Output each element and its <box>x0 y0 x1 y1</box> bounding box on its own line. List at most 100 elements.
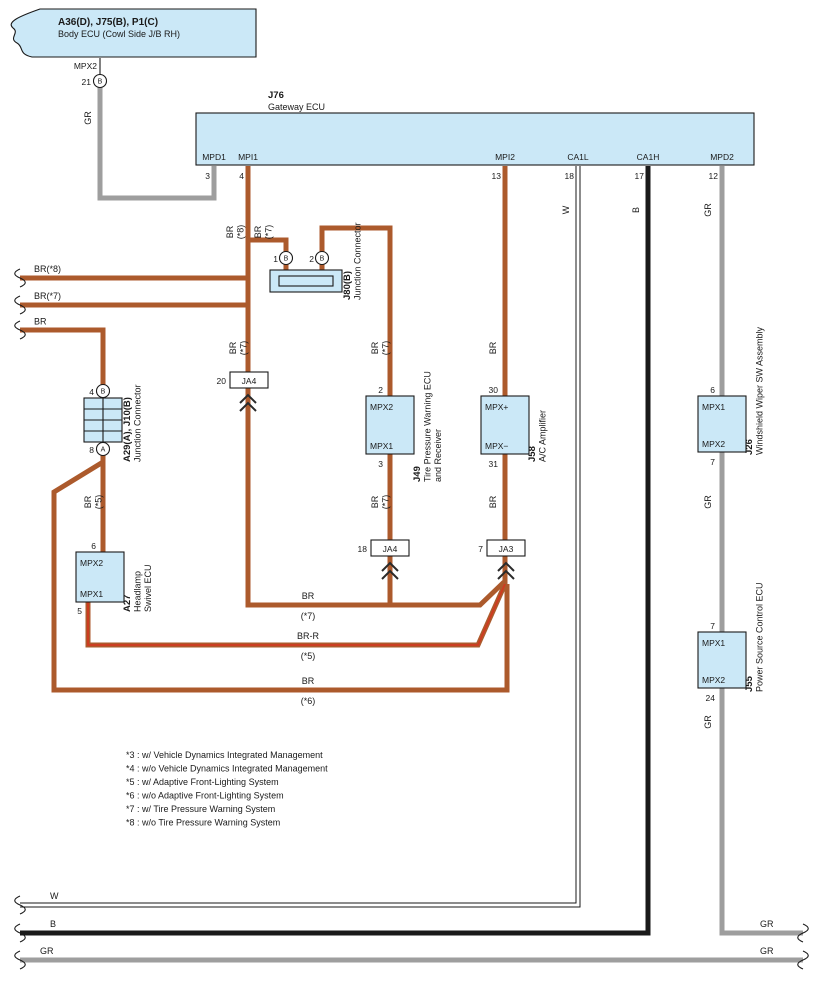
j58-port-top: MPX+ <box>485 402 508 412</box>
wire-gr-mpd2-chain <box>719 166 803 936</box>
wire-color-label: GR <box>703 495 713 509</box>
wire-break-icon <box>14 923 26 943</box>
ja3-7-pin-number: 7 <box>478 544 483 554</box>
wire-br6-a29-to-ja3 <box>51 459 510 693</box>
a27-pin-bottom-number: 5 <box>77 606 82 616</box>
wire-br-mpi1-to-ja3 <box>245 166 506 608</box>
component-label-j26: J26 Windshield Wiper SW Assembly <box>744 326 765 455</box>
j49-pin-top-number: 2 <box>378 385 383 395</box>
gateway-port-mpi1: MPI1 <box>238 152 258 162</box>
continuation-chevron-icon <box>381 569 399 580</box>
wire-color-label: BR <box>488 341 498 354</box>
gateway-port-mpi2: MPI2 <box>495 152 515 162</box>
gateway-pin-17: 17 <box>635 171 645 181</box>
ja4-20-id: JA4 <box>242 376 257 386</box>
footnotes: *3 : w/ Vehicle Dynamics Integrated Mana… <box>126 750 328 828</box>
ja4-18-id: JA4 <box>383 544 398 554</box>
a29-pin-bottom-number: 8 <box>89 445 94 455</box>
j55-ecu-box <box>697 631 747 689</box>
wire-label-bottom-w: W <box>50 891 59 901</box>
pin-circle-bodyecu-21 <box>92 73 108 89</box>
j49-port-top: MPX2 <box>370 402 393 412</box>
wire-label-gr-top: GR <box>83 111 93 125</box>
j49-port-bottom: MPX1 <box>370 441 393 451</box>
wire-break-icon <box>797 950 809 970</box>
wire-label-left-br: BR <box>34 317 47 327</box>
footnote-4: *4 : w/o Vehicle Dynamics Integrated Man… <box>126 764 328 774</box>
body-ecu-box <box>10 8 257 58</box>
continuation-chevrons <box>239 393 515 580</box>
wire-label-gr-j26-bottom: GR <box>703 495 713 509</box>
a27-port-bottom: MPX1 <box>80 589 103 599</box>
horizontal-wire-labels: BR(*8) BR(*7) BR BR (*7) BR-R (*5) BR (*… <box>34 264 774 956</box>
gateway-labels: J76 Gateway ECU MPD1 MPI1 MPI2 CA1L CA1H… <box>202 90 734 181</box>
footnote-8: *8 : w/o Tire Pressure Warning System <box>126 818 280 828</box>
pin-circle-j80-1 <box>278 250 294 266</box>
j55-port-bottom: MPX2 <box>702 675 725 685</box>
wire-label-bottom-gr-right2: GR <box>760 946 774 956</box>
footnote-3: *3 : w/ Vehicle Dynamics Integrated Mana… <box>126 750 323 760</box>
wire-label-h-brr-note: (*5) <box>301 651 316 661</box>
footnote-7: *7 : w/ Tire Pressure Warning System <box>126 804 275 814</box>
j26-ecu-box <box>697 395 747 453</box>
j80-busbar <box>278 275 334 287</box>
pin-circle-j80-2 <box>314 250 330 266</box>
wire-label-br-j58-bottom: BR <box>488 495 498 508</box>
pin-circle-a29-8 <box>95 441 111 457</box>
ja3-connector-box-7 <box>486 539 526 557</box>
pin-letter: A <box>101 447 106 454</box>
continuation-chevron-icon <box>239 401 257 412</box>
j49-name-line1: Tire Pressure Warning ECU <box>423 371 433 482</box>
ja4-18-pin-number: 18 <box>358 544 368 554</box>
wire-label-gr-mpd2: GR <box>703 203 713 217</box>
component-label-j58: J58 A/C Amplifier <box>527 410 548 462</box>
wire-note-label: (*7) <box>381 495 391 510</box>
j26-pin-bottom-number: 7 <box>710 457 715 467</box>
component-label-a29: A29(A), J10(B) Junction Connector <box>122 384 143 462</box>
pin-letter: B <box>284 256 289 263</box>
footnote-5: *5 : w/ Adaptive Front-Lighting System <box>126 777 279 787</box>
j80-pin1-number: 1 <box>273 254 278 264</box>
wire-break-icon <box>797 923 809 943</box>
wire-note-label: (*7) <box>239 341 249 356</box>
j55-port-top: MPX1 <box>702 638 725 648</box>
component-label-a27: A27 Headlamp Swivel ECU <box>122 564 153 612</box>
j58-pin-top-number: 30 <box>489 385 499 395</box>
body-ecu-subtitle: Body ECU (Cowl Side J/B RH) <box>58 29 180 39</box>
wire-label-bottom-gr-left: GR <box>40 946 54 956</box>
body-ecu-port-label: MPX2 <box>74 61 97 71</box>
wire-break-icon <box>14 295 26 315</box>
wire-label-bottom-gr-right1: GR <box>760 919 774 929</box>
pin-letter: B <box>101 389 106 396</box>
j55-pin-top-number: 7 <box>710 621 715 631</box>
wire-label-left-br8: BR(*8) <box>34 264 61 274</box>
pin-circles: B B B B A <box>92 73 330 457</box>
j80-junction-box <box>269 269 343 293</box>
wire-break-marks <box>14 268 809 970</box>
wire-label-h-br7-color: BR <box>302 591 315 601</box>
wire-color-label: W <box>561 205 571 214</box>
a27-name-line1: Headlamp <box>133 571 143 612</box>
wire-label-br5: BR (*5) <box>83 495 104 510</box>
wire-break-icon <box>14 320 26 340</box>
wire-gr-bodyecu-to-mpd1 <box>97 75 217 201</box>
body-ecu-labels: A36(D), J75(B), P1(C) Body ECU (Cowl Sid… <box>58 17 180 87</box>
wire-note-label: (*7) <box>381 341 391 356</box>
a27-port-top: MPX2 <box>80 558 103 568</box>
j58-pin-bottom-number: 31 <box>489 459 499 469</box>
wire-color-label: BR <box>370 341 380 354</box>
a27-id: A27 <box>122 595 133 612</box>
wire-label-h-br7-note: (*7) <box>301 611 316 621</box>
j55-name: Power Source Control ECU <box>755 582 765 692</box>
pin-letter: B <box>320 256 325 263</box>
a29-name: Junction Connector <box>133 384 143 462</box>
continuation-chevron-icon <box>497 569 515 580</box>
wire-color-label: BR <box>370 495 380 508</box>
footnote-6: *6 : w/o Adaptive Front-Lighting System <box>126 791 284 801</box>
a27-ecu-box <box>75 551 125 603</box>
wire-b-ca1h <box>20 166 651 936</box>
wire-color-label: GR <box>83 111 93 125</box>
component-pin-labels: 1 2 4 8 6 5 MPX2 MPX1 2 3 MPX2 MPX1 30 3… <box>77 254 725 703</box>
continuation-chevron-icon <box>381 561 399 572</box>
